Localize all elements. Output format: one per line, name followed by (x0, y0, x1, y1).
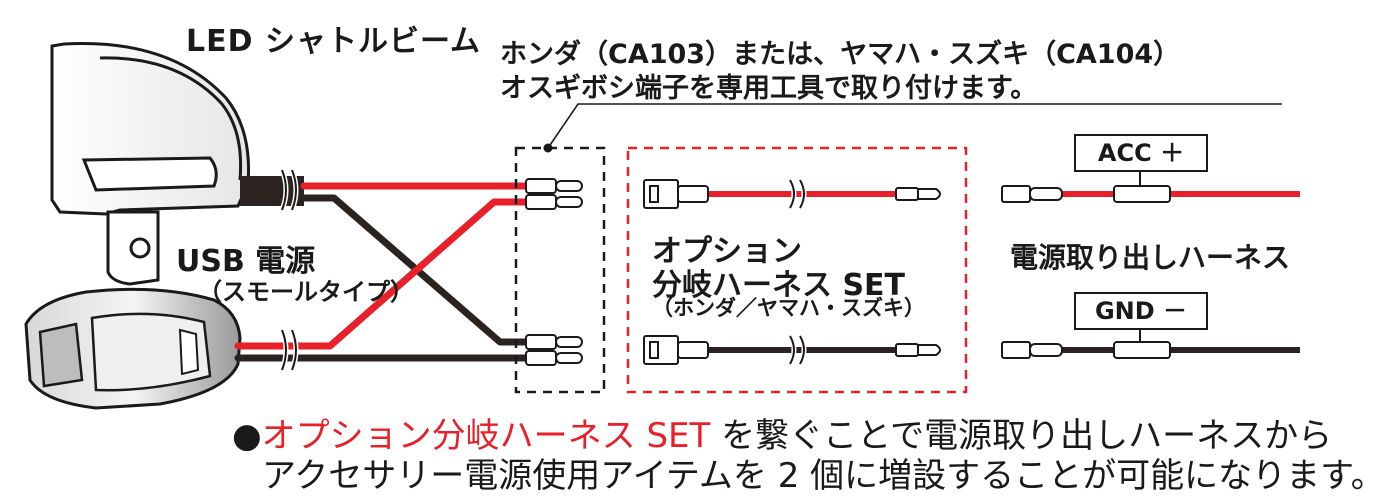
option-harness-wires (643, 178, 941, 366)
usb-power-illustration (24, 287, 242, 410)
bullet-connectors (525, 178, 583, 366)
led-lamp-label: LED シャトルビーム (186, 24, 482, 59)
bottom-caption-line-2: アクセサリー電源使用アイテムを 2 個に増設することが可能になります。 (262, 456, 1378, 496)
usb-power-sublabel: （スモールタイプ） (198, 278, 414, 306)
bottom-caption-line-1: ●オプション分岐ハーネス SET を繋ぐことで電源取り出しハーネスから (232, 408, 1332, 457)
usb-power-label: USB 電源 (176, 244, 316, 279)
power-harness-wires (1001, 172, 1300, 359)
option-label-line-3: （ホンダ／ヤマハ・スズキ） (652, 296, 925, 320)
note-line-2: オスギボシ端子を専用工具で取り付けます。 (500, 73, 1038, 104)
option-dashed-box (626, 146, 968, 394)
acc-tag: ACC ＋ (1074, 134, 1208, 172)
caption-highlight: オプション分岐ハーネス SET (261, 416, 711, 456)
connector-dashed-box (514, 146, 606, 394)
bullet-mark: ● (232, 416, 262, 456)
led-lamp-illustration (50, 41, 250, 286)
caption-rest: を繋ぐことで電源取り出しハーネスから (710, 416, 1333, 456)
option-label-line-1: オプション (652, 234, 802, 269)
gnd-tag: GND － (1074, 292, 1208, 330)
note-line-1: ホンダ（CA103）または、ヤマハ・スズキ（CA104） (500, 39, 1181, 70)
option-label-line-2: 分岐ハーネス SET (652, 268, 906, 303)
power-harness-label: 電源取り出しハーネス (1010, 241, 1291, 274)
